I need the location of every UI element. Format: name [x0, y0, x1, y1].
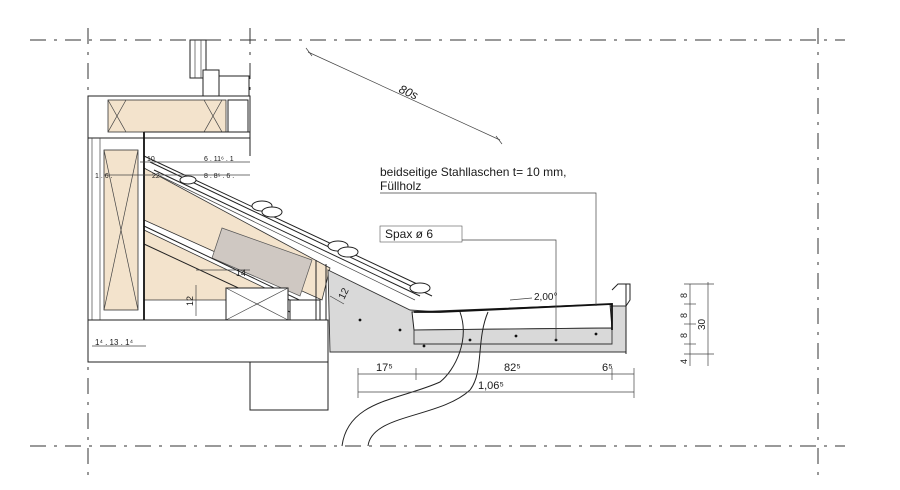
dim-6-5: 6⁵: [602, 362, 613, 374]
steel-plate-note-line2: Füllholz: [380, 179, 421, 193]
concrete-gutter: [327, 269, 631, 354]
dim-left-row: 1 . 6 .: [95, 173, 113, 180]
screw-dots: [358, 318, 598, 348]
screw-label: Spax ø 6: [385, 227, 433, 241]
dim-1-06-5: 1,06⁵: [478, 380, 504, 392]
top-post: [189, 39, 250, 97]
dim-top-row1: 6 . 11⁶ . 1: [204, 156, 234, 163]
upper-beam: [87, 95, 251, 139]
drain-pipe: [341, 311, 489, 447]
steel-plate-note-line1: beidseitige Stahllaschen t= 10 mm,: [380, 165, 566, 179]
lower-slab: [87, 319, 329, 411]
dim-right-8c: 8: [679, 333, 689, 338]
dim-12-slanted: 12: [337, 286, 352, 301]
dim-17-5: 17⁵: [376, 362, 393, 374]
dimension-lines: [92, 161, 714, 398]
dim-top-row2: 8 . 8⁵ . 6 .: [204, 173, 234, 180]
screw-label-box: [379, 225, 463, 243]
dim-12-left: 12: [185, 296, 195, 306]
dim-14: 14: [236, 268, 246, 278]
left-wall: [87, 137, 145, 321]
slope-label: 2,00°: [534, 292, 557, 303]
dim-22: 22: [152, 173, 160, 180]
dim-80s-label: 80s: [397, 82, 420, 103]
dim-82-5: 82⁵: [504, 362, 521, 374]
dim-right-8b: 8: [679, 313, 689, 318]
dim-lower-left: 1⁴ . 13 . 1⁴: [95, 338, 134, 347]
dim-10: 10: [147, 156, 155, 163]
sloped-roof: [143, 131, 433, 320]
dim-right-30: 30: [697, 318, 708, 330]
dim-right-8a: 8: [679, 293, 689, 298]
dim-right-4: 4: [679, 359, 689, 364]
